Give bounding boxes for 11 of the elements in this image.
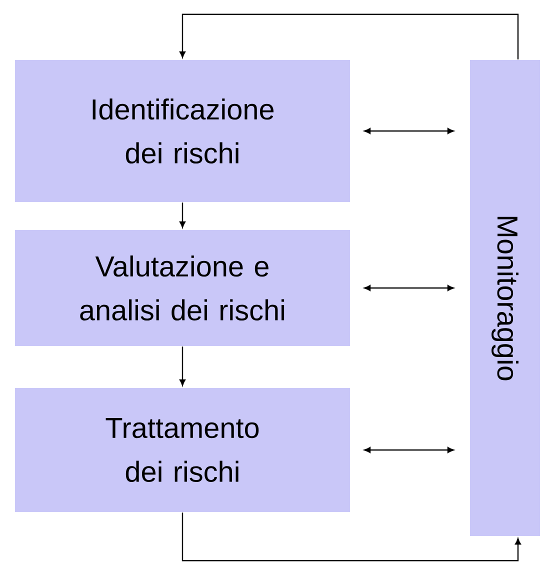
process-box: Trattamento dei rischi [15,388,350,512]
arrow [180,14,519,60]
process-box: Identificazione dei rischi [15,60,350,202]
arrow [364,285,454,291]
arrow [180,346,186,386]
process-band: Monitoraggio [470,60,540,536]
arrow [182,512,521,562]
process-box: Valutazione e analisi dei rischi [15,230,350,346]
arrow [180,202,186,228]
arrow [364,128,454,134]
arrow [364,447,454,453]
